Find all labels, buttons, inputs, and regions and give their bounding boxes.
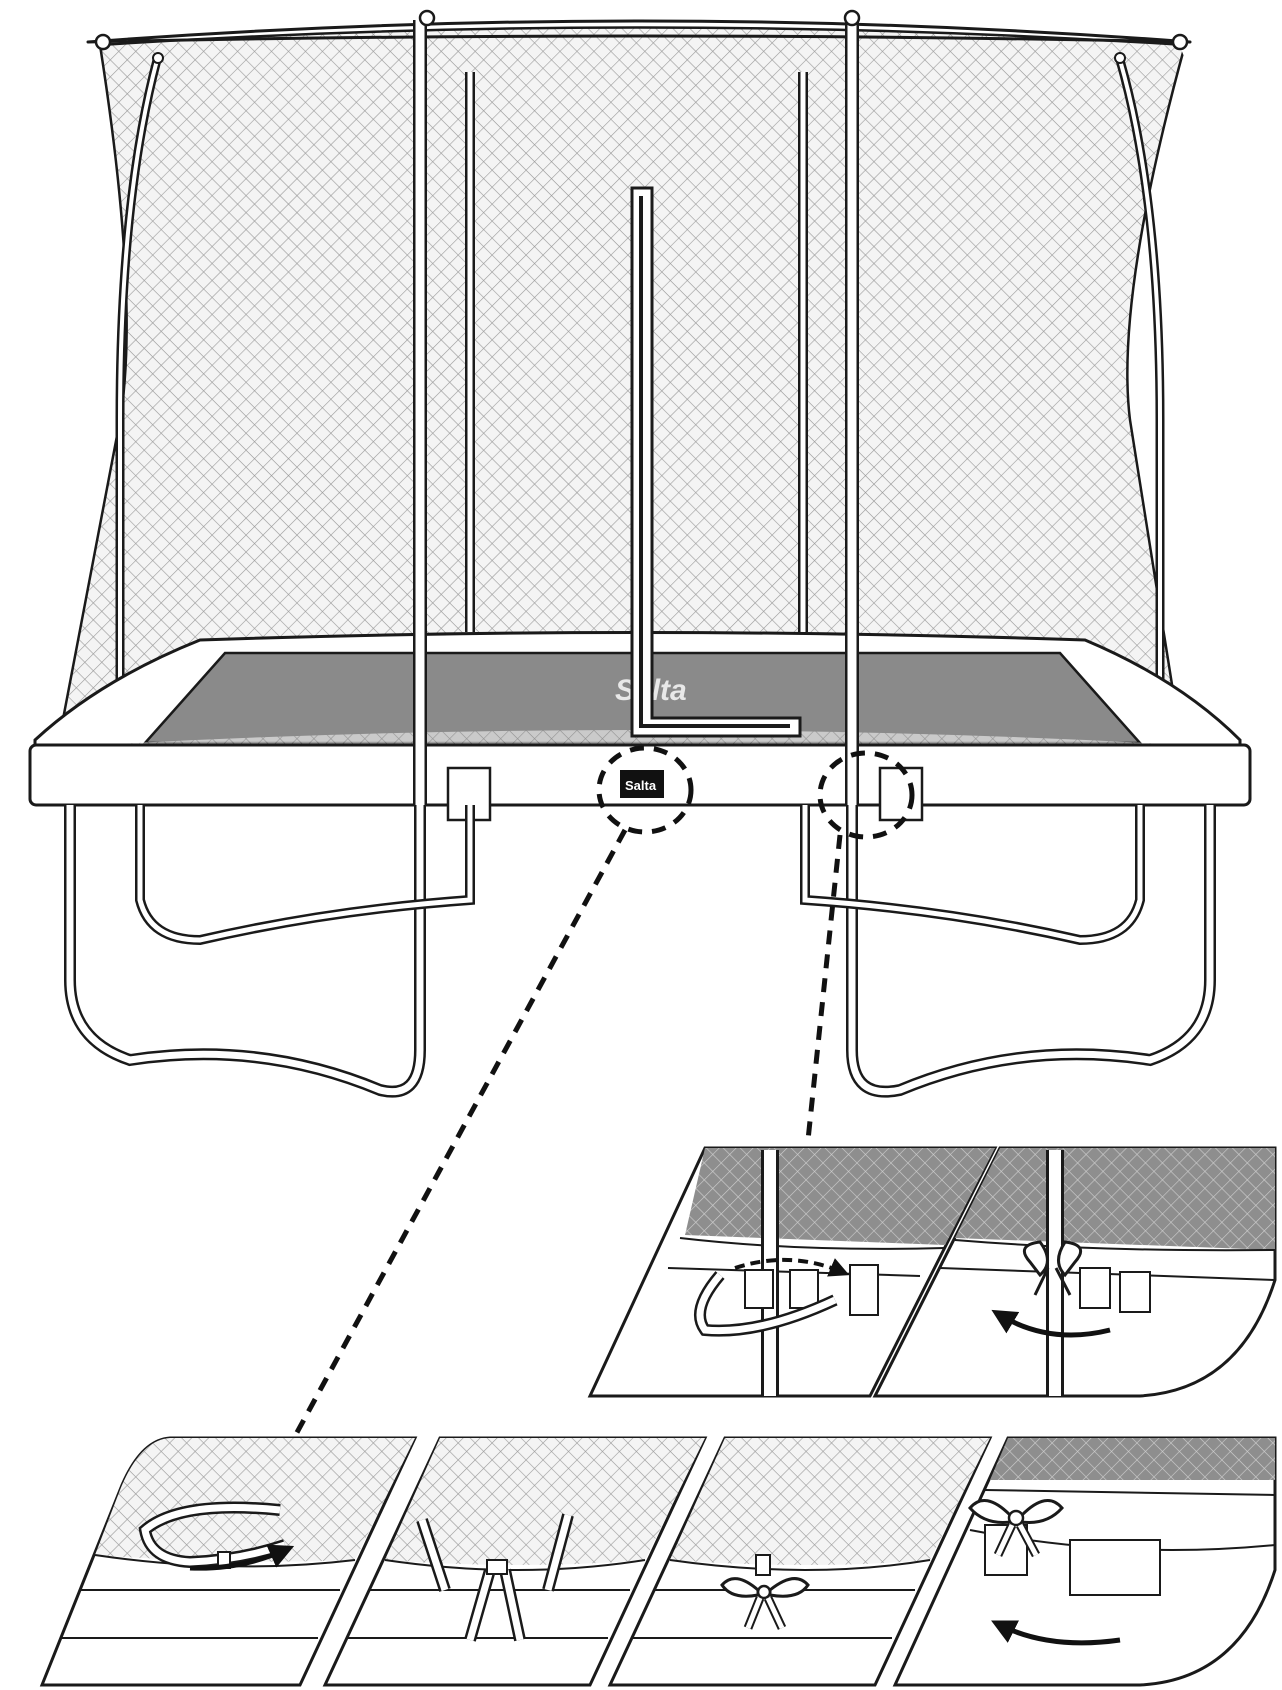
l-wrench xyxy=(630,186,802,738)
net-attach-step-4 xyxy=(892,1436,1277,1687)
enclosure-pole-right-outer xyxy=(1180,43,1230,737)
callout-circle-center xyxy=(596,745,694,835)
leader-line-right xyxy=(805,834,843,1141)
net-attach-step-1 xyxy=(39,1436,418,1687)
frame-badge-text: Salta xyxy=(625,778,657,793)
pole-attach-step-2 xyxy=(872,1146,1277,1398)
net-attach-panels xyxy=(39,1436,1277,1687)
pole-attach-step-1 xyxy=(587,1146,998,1398)
leader-line-center xyxy=(279,828,628,1462)
pole-attach-panels xyxy=(587,1146,1277,1398)
safety-net xyxy=(58,26,1187,737)
trampoline: Salta Salta xyxy=(28,9,1252,1098)
frame-badge xyxy=(620,770,664,798)
callout-circle-right xyxy=(817,750,915,840)
net-attach-step-2 xyxy=(322,1436,708,1687)
legs xyxy=(64,805,1216,1098)
net-attach-step-3 xyxy=(607,1436,993,1687)
detail-callouts xyxy=(279,745,915,1462)
